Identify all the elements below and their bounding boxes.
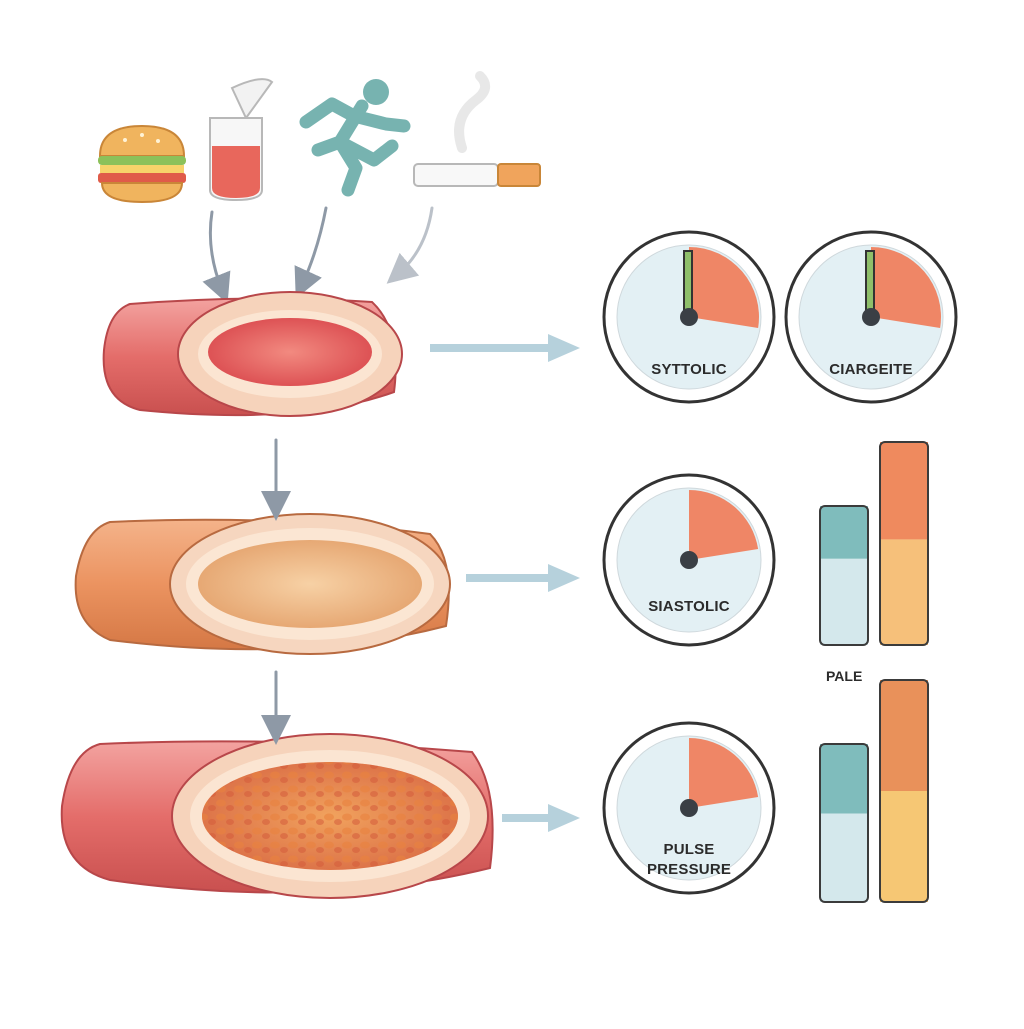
artery-plaque: [60, 733, 494, 899]
gauge-hub: [680, 308, 698, 326]
level-bar-lower-fill: [880, 791, 928, 902]
level-bar-lower-fill: [880, 539, 928, 645]
pale-label: PALE: [826, 668, 863, 684]
lumen-thickened: [198, 540, 422, 628]
level-bar-upper-fill: [880, 442, 928, 540]
effect-arrows: [430, 334, 580, 832]
gauge-needle: [683, 250, 693, 312]
gauge-ciargeite: [784, 230, 958, 404]
level-bar-upper-fill: [820, 506, 868, 559]
burger-icon: [98, 124, 186, 204]
gauge-needle: [865, 250, 875, 312]
level-bar-upper-fill: [820, 744, 868, 814]
level-bar: [879, 679, 929, 903]
gauge-wedge: [689, 738, 759, 808]
gauge-hub: [680, 799, 698, 817]
gauge-hub: [862, 308, 880, 326]
cigarette-icon: [413, 71, 541, 187]
running-person-icon: [299, 79, 411, 197]
gauge-systolic: [602, 230, 776, 404]
gauge-label-systolic: SYTTOLIC: [651, 361, 727, 378]
level-bars-upper: [819, 441, 929, 646]
gauge-pulse-pressure: [602, 721, 776, 895]
level-bar: [819, 743, 869, 903]
gauge-siastolic: [602, 473, 776, 647]
artery-healthy: [102, 291, 403, 417]
level-bar: [819, 505, 869, 646]
level-bar: [879, 441, 929, 646]
gauge-label-ciargeite: CIARGEITE: [829, 361, 913, 378]
risk-arrows: [202, 206, 434, 304]
gauge-wedge: [871, 247, 941, 328]
artery-thickened: [74, 513, 451, 655]
level-bars-lower: [819, 679, 929, 903]
gauge-wedge: [689, 247, 759, 328]
level-bar-lower-fill: [820, 813, 868, 902]
gauge-label-siastolic: SIASTOLIC: [648, 598, 730, 615]
plaque-buildup: [202, 762, 458, 870]
gauge-hub: [680, 551, 698, 569]
level-bar-lower-fill: [820, 558, 868, 645]
alcohol-glass-icon: [209, 78, 274, 202]
gauge-label-pressure: PRESSURE: [646, 861, 732, 878]
level-bar-upper-fill: [880, 680, 928, 791]
gauge-wedge: [689, 490, 759, 560]
gauge-label-pulse: PULSE: [663, 841, 715, 858]
lumen-healthy: [208, 318, 372, 386]
